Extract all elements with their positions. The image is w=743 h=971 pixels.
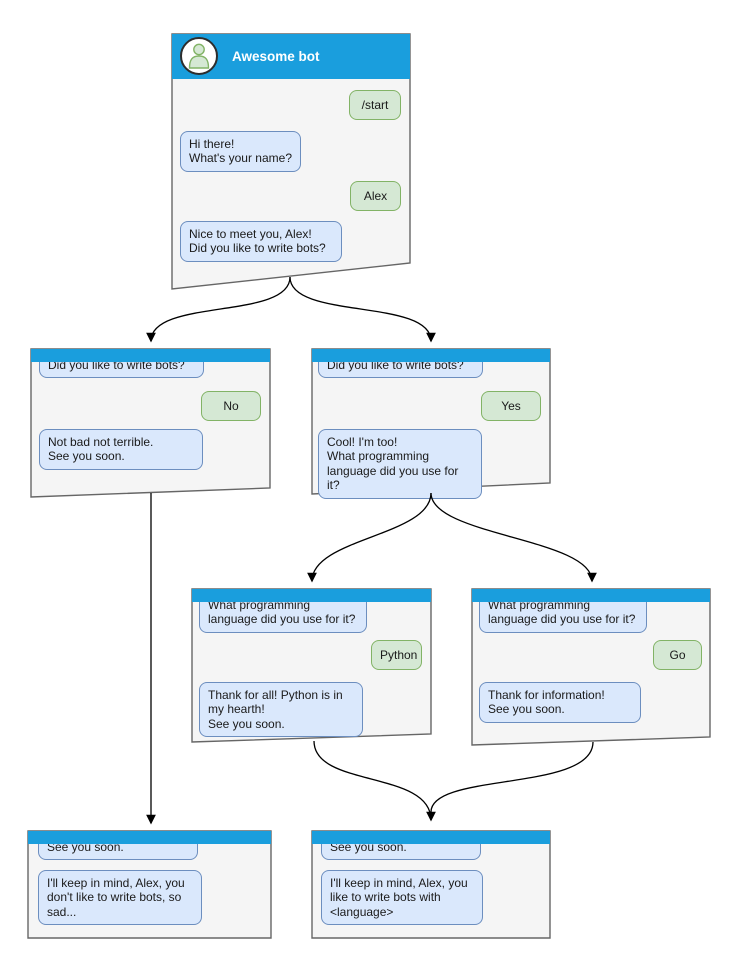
message-bubble-user: No (201, 391, 261, 422)
screen-header-bar (28, 831, 271, 844)
screen-start: Awesome bot /start Hi there! What's your… (171, 33, 411, 290)
screen-header-bar (472, 589, 710, 602)
message-bubble-bot: Thank for information! See you soon. (479, 682, 641, 723)
connector-python-to-end (313, 740, 436, 822)
screen-header-bar (31, 349, 270, 362)
message-bubble-bot: Not bad not terrible. See you soon. (39, 429, 203, 470)
bot-title: Awesome bot (232, 49, 320, 64)
message-bubble-bot: Hi there! What's your name? (180, 131, 301, 172)
screen-q-bots-no: Did you like to write bots? No Not bad n… (30, 348, 271, 498)
person-icon (188, 43, 210, 69)
screen-header-bar (192, 589, 431, 602)
screen-q-lang-go: What programming language did you use fo… (471, 588, 711, 746)
screen-end-no: See you soon. I'll keep in mind, Alex, y… (27, 830, 272, 939)
screen-end-yes: See you soon. I'll keep in mind, Alex, y… (311, 830, 551, 939)
message-bubble-bot: I'll keep in mind, Alex, you like to wri… (321, 870, 483, 926)
screen-q-bots-yes: Did you like to write bots? Yes Cool! I'… (311, 348, 551, 499)
connector-yes-to-python (307, 492, 432, 583)
connector-yes-to-go (430, 492, 597, 583)
message-bubble-bot: Thank for all! Python is in my hearth! S… (199, 682, 363, 738)
message-bubble-bot: I'll keep in mind, Alex, you don't like … (38, 870, 202, 926)
connector-go-to-end (430, 741, 594, 813)
message-bubble-bot: Cool! I'm too! What programming language… (318, 429, 482, 499)
message-bubble-user: Alex (350, 181, 401, 212)
message-bubble-user: Yes (481, 391, 541, 422)
bot-avatar (180, 37, 218, 75)
message-bubble-user: Go (653, 640, 702, 671)
message-bubble-user: Python (371, 640, 422, 671)
screen-header-bar (312, 349, 550, 362)
screen-header-bar (312, 831, 550, 844)
message-bubble-bot: Nice to meet you, Alex! Did you like to … (180, 221, 342, 262)
screen-q-lang-python: What programming language did you use fo… (191, 588, 432, 743)
message-bubble-user: /start (349, 90, 401, 121)
